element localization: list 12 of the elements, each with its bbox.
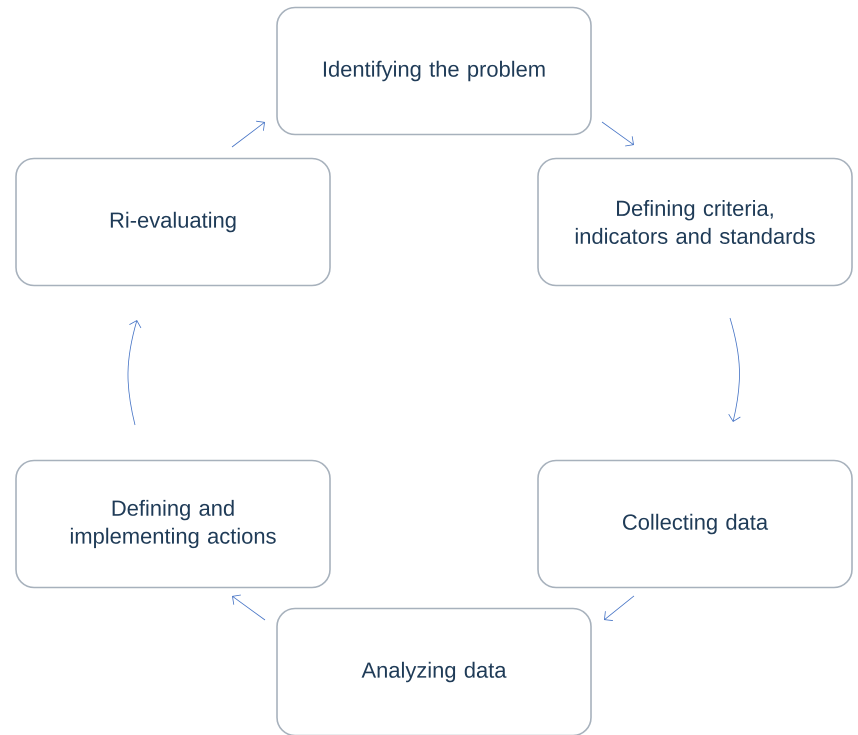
process-box: Defining and implementing actions — [15, 460, 331, 588]
process-box: Identifying the problem — [276, 6, 592, 136]
arrow — [602, 122, 634, 146]
arrow — [232, 594, 266, 620]
process-box: Defining criteria, indicators and standards — [537, 158, 853, 286]
arrow — [232, 120, 265, 148]
process-box: Collecting data — [537, 460, 853, 588]
arrow — [604, 596, 634, 621]
process-box: Analyzing data — [276, 608, 592, 735]
arrow — [728, 318, 741, 422]
arrow — [128, 320, 142, 426]
process-box: Ri-evaluating — [15, 158, 331, 286]
